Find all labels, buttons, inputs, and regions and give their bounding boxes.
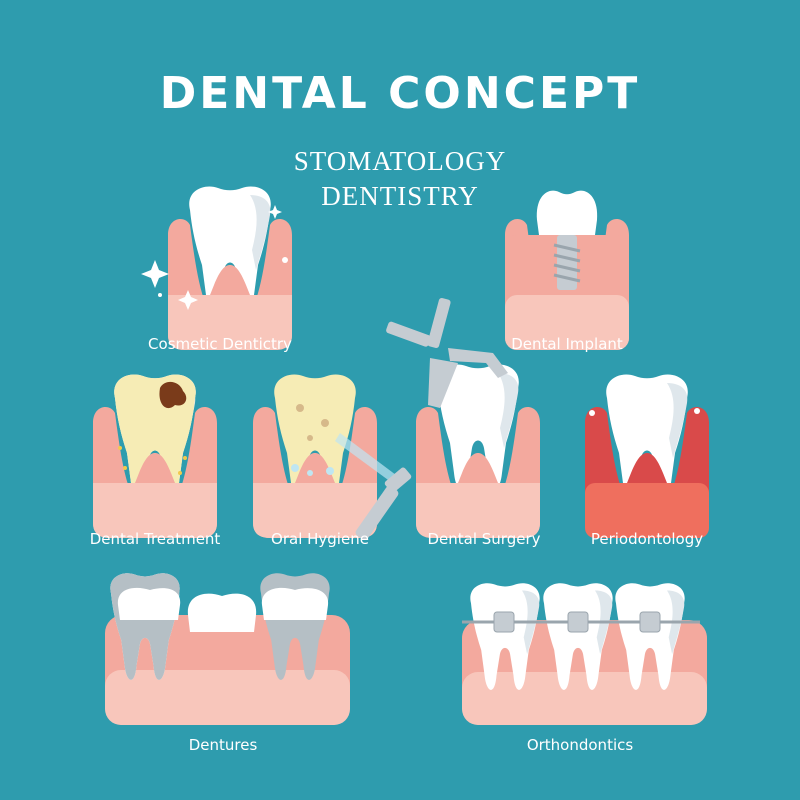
label-oral-hygiene: Oral Hygiene: [271, 530, 369, 548]
page-subtitle-line2: DENTISTRY: [321, 181, 479, 211]
label-cosmetic-dentistry: Cosmetic Dentictry: [148, 335, 292, 353]
braces-icon: [462, 583, 707, 725]
implant-tooth-icon: [505, 190, 629, 350]
dentures-icon: [105, 573, 350, 725]
page-subtitle-line1: STOMATOLOGY: [293, 146, 507, 176]
label-orthodontics: Orthondontics: [526, 736, 634, 754]
page-title: DENTAL CONCEPT: [159, 68, 641, 119]
label-dental-implant: Dental Implant: [511, 335, 623, 353]
decayed-tooth-icon: [93, 374, 217, 538]
extraction-tooth-icon: [386, 297, 540, 538]
label-dentures: Dentures: [188, 736, 258, 754]
hygiene-tooth-icon: [253, 374, 412, 541]
cosmetic-tooth-icon: [141, 186, 292, 350]
label-dental-treatment: Dental Treatment: [89, 530, 221, 548]
label-periodontology: Periodontology: [590, 530, 704, 548]
label-dental-surgery: Dental Surgery: [427, 530, 541, 548]
gum-disease-tooth-icon: [585, 374, 709, 538]
